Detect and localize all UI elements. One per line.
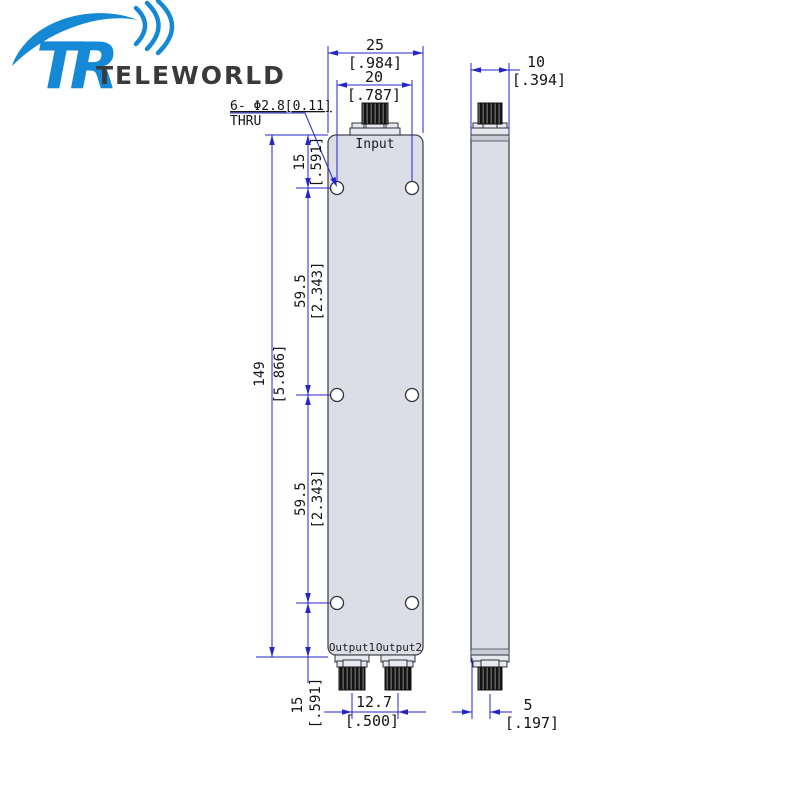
dim-connector-span-mm: 20 bbox=[365, 68, 383, 86]
hole-callout-line1: 6- Φ2.8[0.11] bbox=[230, 99, 332, 114]
side-body bbox=[470, 134, 510, 656]
input-connector bbox=[349, 102, 401, 136]
front-view: Input Output1 Output2 bbox=[327, 102, 424, 691]
dim-bottom-hole-offset-mm: 15 bbox=[290, 697, 306, 714]
side-view bbox=[470, 102, 510, 691]
mounting-hole bbox=[404, 180, 420, 196]
dimension-lines bbox=[230, 52, 520, 713]
dim-lower-hole-pitch-in: [2.343] bbox=[310, 469, 326, 528]
knurled-nut bbox=[477, 102, 503, 125]
swoosh-icon bbox=[12, 13, 138, 66]
dim-body-length-in: [5.866] bbox=[272, 344, 288, 403]
dimension-arrows bbox=[269, 50, 509, 715]
dim-connector-span-in: [.787] bbox=[347, 86, 401, 104]
knurled-nut bbox=[477, 666, 503, 691]
dim-upper-hole-pitch-mm: 59.5 bbox=[293, 274, 309, 308]
dim-body-length-mm: 149 bbox=[252, 361, 268, 386]
extension-lines bbox=[256, 46, 510, 719]
dim-top-hole-offset-mm: 15 bbox=[292, 154, 308, 171]
knurled-nut bbox=[361, 102, 389, 125]
output1-label: Output1 bbox=[329, 641, 375, 654]
hole-callout-line2: THRU bbox=[230, 114, 261, 129]
mounting-hole bbox=[404, 387, 420, 403]
dimension-labels: 25 [.984] 20 [.787] 10 [.394] 6- Φ2.8[0.… bbox=[230, 36, 566, 732]
dim-lower-hole-pitch-mm: 59.5 bbox=[293, 482, 309, 516]
signal-arcs-icon bbox=[133, 0, 175, 56]
dim-side-depth-mm: 10 bbox=[527, 53, 545, 71]
knurled-nut bbox=[384, 666, 412, 691]
dim-side-port-offset-in: [.197] bbox=[505, 714, 559, 732]
output1-connector bbox=[334, 654, 370, 691]
mounting-hole bbox=[329, 180, 345, 196]
side-bottom-connector bbox=[470, 654, 510, 691]
input-label: Input bbox=[355, 137, 394, 152]
side-top-connector bbox=[470, 102, 510, 136]
dim-top-hole-offset-in: [.591] bbox=[309, 137, 325, 188]
brand-logo: TR TELEWORLD bbox=[12, 0, 286, 104]
mounting-hole bbox=[404, 595, 420, 611]
dim-output-pitch-in: [.500] bbox=[345, 712, 399, 730]
dim-upper-hole-pitch-in: [2.343] bbox=[310, 261, 326, 320]
mounting-holes bbox=[329, 180, 420, 611]
leader-line bbox=[230, 112, 336, 185]
dim-body-width-mm: 25 bbox=[366, 36, 384, 54]
mounting-hole bbox=[329, 595, 345, 611]
mounting-hole bbox=[329, 387, 345, 403]
dim-bottom-hole-offset-in: [.591] bbox=[308, 678, 324, 729]
knurled-nut bbox=[338, 666, 366, 691]
output2-connector bbox=[380, 654, 416, 691]
brand-name: TELEWORLD bbox=[96, 61, 286, 90]
dim-output-pitch-mm: 12.7 bbox=[356, 693, 392, 711]
leader-arrow bbox=[330, 176, 337, 187]
dim-side-depth-in: [.394] bbox=[512, 71, 566, 89]
dim-side-port-offset-mm: 5 bbox=[523, 696, 532, 714]
output2-label: Output2 bbox=[376, 641, 422, 654]
dim-body-width-in: [.984] bbox=[348, 54, 402, 72]
